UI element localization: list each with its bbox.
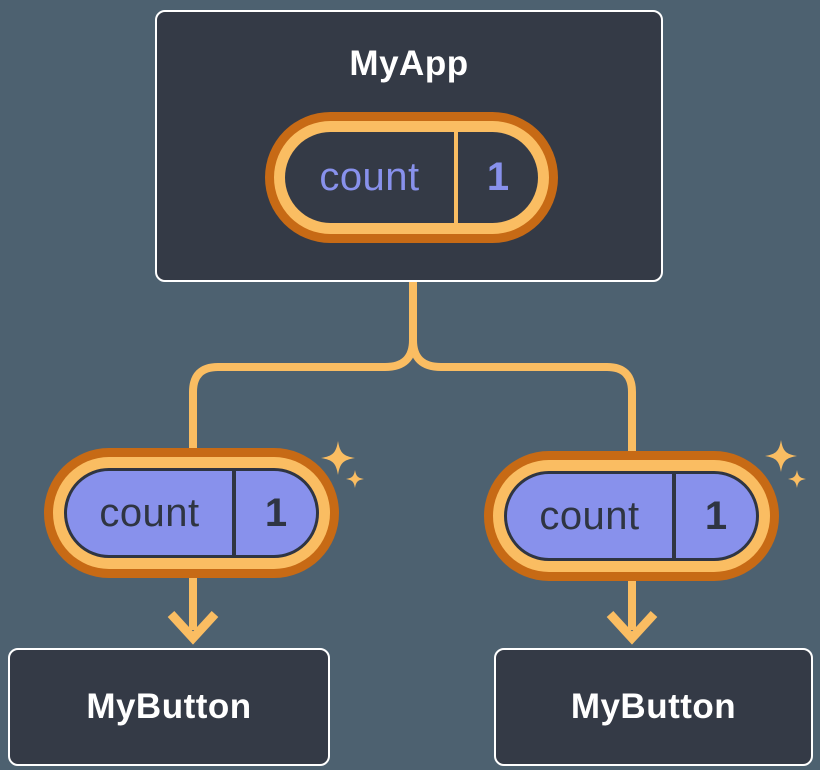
sparkle-icon <box>765 440 806 488</box>
arrow-down-icon <box>606 610 658 645</box>
prop-value: 1 <box>704 493 728 538</box>
pill-divider <box>232 471 236 555</box>
state-value: 1 <box>486 155 510 199</box>
sparkle-icon <box>321 441 364 488</box>
component-title: MyButton <box>86 687 252 726</box>
arrow-down-icon <box>167 610 219 645</box>
pill-divider <box>454 132 458 223</box>
component-card-mybutton-right: MyButton <box>494 648 813 766</box>
component-title: MyApp <box>349 44 469 83</box>
prop-value: 1 <box>264 490 288 535</box>
component-card-mybutton-left: MyButton <box>8 648 330 766</box>
prop-name-label: count <box>539 493 640 538</box>
state-name-label: count <box>319 155 420 199</box>
connector-right <box>409 282 636 630</box>
state-pill: count 1 <box>265 112 558 243</box>
pill-divider <box>672 474 676 558</box>
prop-pill-left: count 1 <box>44 448 339 578</box>
prop-name-label: count <box>99 490 200 535</box>
component-title: MyButton <box>570 687 737 726</box>
prop-pill-right: count 1 <box>484 451 779 581</box>
